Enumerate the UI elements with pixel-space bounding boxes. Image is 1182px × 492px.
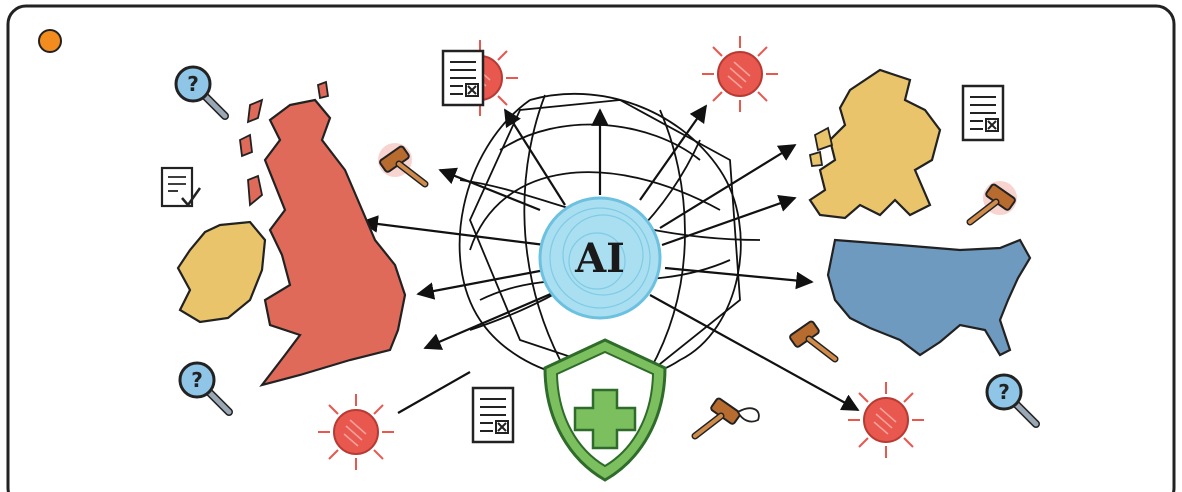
- map-europe-icon: [808, 68, 942, 220]
- gavel-icon: [970, 181, 1017, 222]
- ai-hub-label: AI: [574, 235, 625, 282]
- map-ireland-icon: [176, 220, 267, 324]
- map-europe-islands: [808, 126, 834, 167]
- virus-icon: [701, 35, 779, 113]
- ai-hub-scribble: [549, 207, 651, 309]
- map-usa-icon: [826, 238, 1032, 357]
- map-uk-icon: [259, 98, 407, 387]
- arrows: [360, 104, 860, 411]
- ai-hub-circle: [538, 196, 662, 320]
- document-x-icon: [961, 84, 1005, 142]
- virus-icon: [847, 381, 925, 459]
- shield-plus-icon: [543, 338, 667, 482]
- gavel-icon: [378, 143, 425, 184]
- arrow-line: [397, 371, 471, 414]
- leaf-icon: [736, 407, 760, 423]
- document-x-icon: [441, 49, 485, 107]
- virus-icon: [317, 393, 395, 471]
- map-uk-islands: [239, 80, 330, 207]
- document-check-icon: [160, 166, 202, 208]
- document-x-icon: [471, 386, 515, 444]
- status-dot-icon: [38, 29, 62, 53]
